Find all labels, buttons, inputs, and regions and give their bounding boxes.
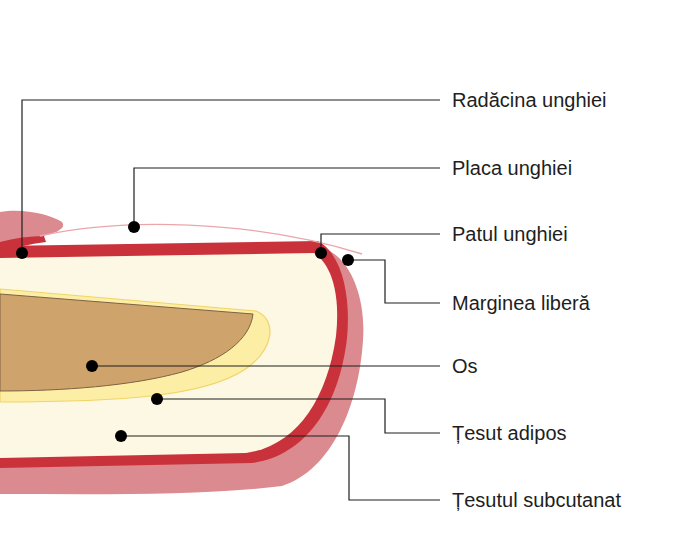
leader-dot [342, 254, 354, 266]
part-label: Marginea liberă [452, 291, 590, 315]
leader-dot [128, 221, 140, 233]
leader-dot [16, 247, 28, 259]
leader-line [157, 399, 440, 433]
leader-dots [16, 221, 354, 442]
leader-dot [115, 430, 127, 442]
leader-lines [22, 100, 440, 500]
leader-dot [315, 247, 327, 259]
adipose-tissue [0, 289, 270, 402]
part-label: Țesutul subcutanat [452, 488, 621, 512]
part-label: Țesut adipos [452, 421, 567, 445]
leader-line [92, 365, 440, 366]
part-label: Patul unghiei [452, 222, 568, 246]
subcutaneous-tissue [0, 253, 337, 458]
leader-dot [86, 360, 98, 372]
part-label: Placa unghiei [452, 156, 572, 180]
leader-line [348, 260, 440, 303]
leader-line [22, 100, 440, 253]
nail-bed-band [0, 241, 348, 468]
leader-line [134, 168, 440, 227]
part-label: Os [452, 354, 478, 378]
part-label: Radăcina unghiei [452, 88, 607, 112]
leader-dot [151, 393, 163, 405]
leader-line [121, 436, 440, 500]
bone [0, 294, 253, 391]
nail-plate [40, 224, 362, 254]
leader-line [321, 234, 440, 253]
